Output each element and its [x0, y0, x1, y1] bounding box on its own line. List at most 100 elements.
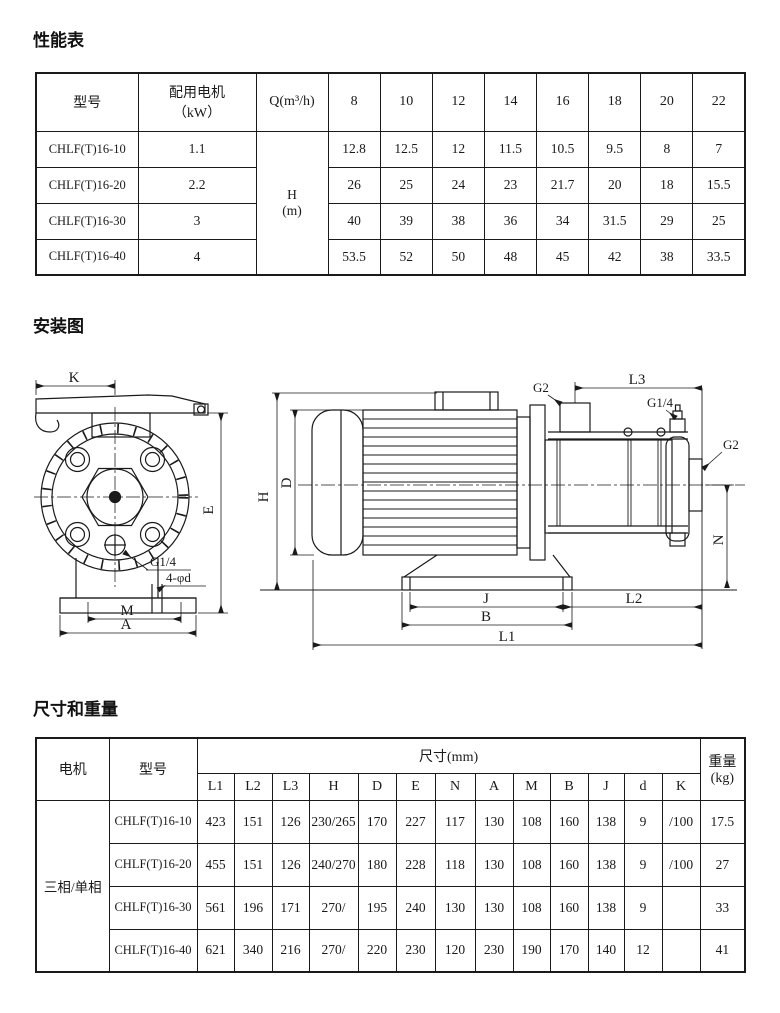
- motor-fins: [363, 418, 517, 546]
- dim-label-l3: L3: [629, 372, 646, 388]
- suction-port-label: G2: [723, 437, 739, 452]
- dim-value-cell: 130: [434, 885, 476, 930]
- head-value-cell: 11.5: [483, 130, 538, 168]
- tie-rod-bolt-top: [669, 418, 686, 433]
- fan-cover: [311, 409, 364, 556]
- dim-header: E: [395, 772, 436, 801]
- dim-value-cell: 138: [587, 885, 625, 930]
- col-header-dimensions: 尺寸(mm): [196, 737, 701, 774]
- discharge-port-block: [559, 402, 591, 433]
- vent-port-label: G1/4: [647, 395, 674, 410]
- head-unit-unit: (m): [282, 202, 302, 218]
- dim-header: B: [549, 772, 589, 801]
- dim-label-a: A: [121, 617, 132, 633]
- dim-value-cell: 130: [474, 799, 514, 844]
- dim-value-cell: 270/: [308, 885, 359, 930]
- motor-header-line1: 配用电机: [169, 86, 225, 102]
- weight-cell: 33: [699, 885, 746, 930]
- dim-value-cell: 228: [395, 842, 436, 887]
- dim-value-cell: 230: [474, 928, 514, 973]
- dim-label-h: H: [256, 491, 272, 502]
- model-cell: CHLF(T)16-20: [35, 166, 139, 204]
- dim-label-m: M: [120, 603, 133, 619]
- power-cell: 1.1: [137, 130, 257, 168]
- head-value-cell: 26: [327, 166, 381, 204]
- performance-table: 型号 配用电机 （kW） Q(m³/h) 8 10 12 14 16 18 20…: [35, 72, 746, 276]
- head-value-cell: 20: [588, 166, 642, 204]
- dim-value-cell: 220: [357, 928, 397, 973]
- base-plate: [59, 597, 197, 614]
- col-header-motor: 电机: [35, 737, 110, 801]
- drain-port-label: G1/4: [150, 554, 177, 569]
- head-value-cell: 9.5: [588, 130, 642, 168]
- dimension-header-row2: L1 L2 L3 H D E N A M B J d K: [36, 772, 745, 801]
- bolt-bosses: [64, 446, 166, 548]
- installation-section-title: 安装图: [33, 317, 84, 336]
- weight-cell: 17.5: [699, 799, 746, 844]
- dim-header: H: [308, 772, 359, 801]
- model-cell: CHLF(T)16-10: [35, 130, 139, 168]
- discharge-arm: [35, 394, 206, 414]
- head-value-cell: 21.7: [535, 166, 590, 204]
- model-cell: CHLF(T)16-40: [35, 238, 139, 276]
- stage-barrel: [544, 439, 673, 534]
- power-cell: 3: [137, 202, 257, 240]
- dim-value-cell: 9: [623, 799, 663, 844]
- dim-value-cell: 227: [395, 799, 436, 844]
- dim-label-b: B: [481, 609, 491, 625]
- dim-label-j: J: [483, 591, 489, 607]
- side-foot: [403, 554, 571, 578]
- tie-rod-bolt-bottom: [669, 532, 686, 547]
- model-cell: CHLF(T)16-10: [108, 799, 198, 844]
- col-header-weight: 重量 (kg): [699, 737, 746, 801]
- dim-value-cell: 240: [395, 885, 436, 930]
- col-header-model: 型号: [108, 737, 198, 801]
- dim-value-cell: 196: [233, 885, 273, 930]
- dim-value-cell: 561: [196, 885, 235, 930]
- dim-value-cell: 120: [434, 928, 476, 973]
- dim-header: M: [512, 772, 551, 801]
- head-value-cell: 12.8: [327, 130, 381, 168]
- dim-header: A: [474, 772, 514, 801]
- head-value-cell: 23: [483, 166, 538, 204]
- dim-value-cell: 423: [196, 799, 235, 844]
- dim-value-cell: 151: [233, 799, 273, 844]
- stage-lines: [556, 440, 662, 526]
- dim-label-d: D: [279, 477, 295, 488]
- dim-header: L2: [233, 772, 273, 801]
- head-value-cell: 31.5: [588, 202, 642, 240]
- dim-value-cell: [661, 885, 701, 930]
- dimensions-section-title: 尺寸和重量: [33, 700, 118, 719]
- flow-header: 16: [535, 72, 590, 132]
- front-view-dimensions: [35, 380, 228, 637]
- power-cell: 4: [137, 238, 257, 276]
- dim-value-cell: 340: [233, 928, 273, 973]
- dim-value-cell: 160: [549, 842, 589, 887]
- dim-header: L1: [196, 772, 235, 801]
- dimension-header-row1: 电机 型号 尺寸(mm) 重量 (kg): [35, 737, 746, 801]
- dim-label-n: N: [711, 534, 727, 545]
- dim-label-e: E: [201, 505, 217, 514]
- dim-value-cell: /100: [661, 842, 701, 887]
- head-value-cell: 29: [640, 202, 694, 240]
- head-value-cell: 34: [535, 202, 590, 240]
- terminal-box: [434, 391, 499, 411]
- dim-value-cell: 216: [271, 928, 310, 973]
- dim-value-cell: 160: [549, 799, 589, 844]
- side-view-labels: H D G2 L3 G1/4 G2 N J L2 B L1: [256, 372, 739, 645]
- dim-value-cell: 160: [549, 885, 589, 930]
- dim-value-cell: 9: [623, 842, 663, 887]
- dim-value-cell: 240/270: [308, 842, 359, 887]
- performance-header-row: 型号 配用电机 （kW） Q(m³/h) 8 10 12 14 16 18 20…: [35, 72, 746, 132]
- front-view-labels: K E G1/4 4-φd M A: [69, 370, 217, 633]
- dim-header: N: [434, 772, 476, 801]
- head-value-cell: 24: [431, 166, 485, 204]
- dim-value-cell: 270/: [308, 928, 359, 973]
- discharge-arm-hook: [35, 412, 60, 433]
- flow-header: 10: [379, 72, 433, 132]
- vent-fitting: [672, 410, 683, 420]
